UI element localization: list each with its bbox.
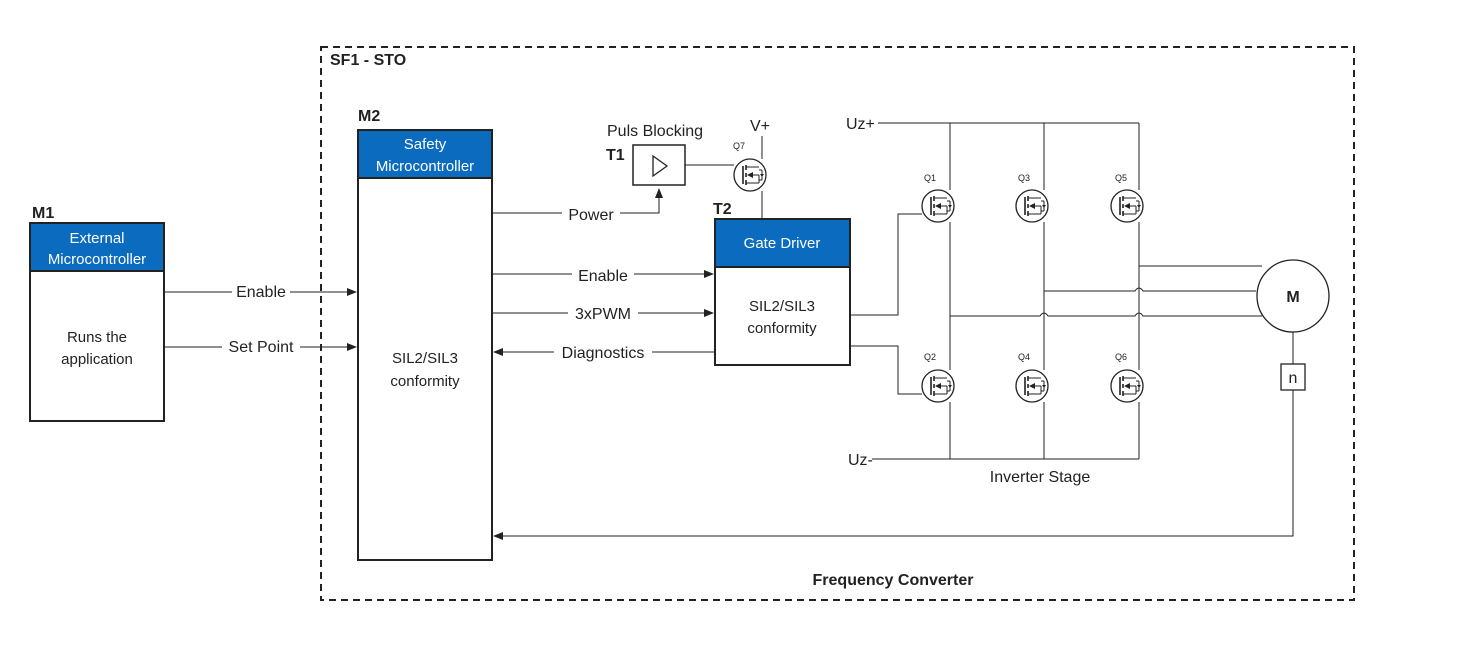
q1-transistor-icon xyxy=(921,189,955,223)
q4-transistor-icon xyxy=(1015,369,1049,403)
speed-feedback-wire xyxy=(493,390,1294,540)
diagnostics-label: Diagnostics xyxy=(562,345,645,362)
t2-tag: T2 xyxy=(713,201,732,218)
q1-label: Q1 xyxy=(924,173,936,183)
q3-transistor-icon xyxy=(1015,189,1049,223)
m1-header-line1: External xyxy=(69,230,124,247)
m1-header xyxy=(29,222,165,272)
vplus-label: V+ xyxy=(750,118,770,135)
m1-body-line1: Runs the xyxy=(67,329,127,346)
set-point-label: Set Point xyxy=(229,339,294,356)
t1-buffer-block xyxy=(632,144,686,186)
t2-header-label: Gate Driver xyxy=(744,235,821,252)
t2-header xyxy=(714,218,851,268)
gate-wire-high xyxy=(850,213,922,316)
m1-header-line2: Microcontroller xyxy=(48,251,146,268)
phase-wire-v xyxy=(1044,287,1256,292)
uz-minus-label: Uz- xyxy=(848,452,873,469)
q5-transistor-icon xyxy=(1110,189,1144,223)
m2-header-line1: Safety xyxy=(404,136,447,153)
frequency-converter-label: Frequency Converter xyxy=(813,572,974,589)
uz-plus-label: Uz+ xyxy=(846,116,875,133)
m1-block: External Microcontroller Runs the applic… xyxy=(29,222,165,422)
t2-body-line2: conformity xyxy=(747,320,817,337)
power-label: Power xyxy=(568,207,614,224)
q6-label: Q6 xyxy=(1115,352,1127,362)
t2-block: Gate Driver SIL2/SIL3 conformity xyxy=(714,218,851,366)
gate-wire-low xyxy=(850,345,922,395)
enable-ext-label: Enable xyxy=(236,284,286,301)
q2-label: Q2 xyxy=(924,352,936,362)
m2-body-line1: SIL2/SIL3 xyxy=(392,350,458,367)
sto-frame xyxy=(320,46,1355,601)
q3-label: Q3 xyxy=(1018,173,1030,183)
m2-body-line2: conformity xyxy=(390,373,460,390)
q6-transistor-icon xyxy=(1110,369,1144,403)
motor-label: M xyxy=(1286,289,1299,306)
buffer-icon xyxy=(652,154,669,178)
m2-tag: M2 xyxy=(358,108,380,125)
inverter-stage-label: Inverter Stage xyxy=(990,469,1091,486)
m1-tag: M1 xyxy=(32,205,54,222)
t1-tag: T1 xyxy=(606,147,625,164)
inverter-legs xyxy=(949,123,1140,459)
q7-transistor-icon xyxy=(733,158,767,192)
frame-label: SF1 - STO xyxy=(330,52,406,69)
m2-header-line2: Microcontroller xyxy=(376,158,474,175)
m1-body-line2: application xyxy=(61,351,133,368)
pwm-label: 3xPWM xyxy=(575,306,631,323)
enable-int-label: Enable xyxy=(578,268,628,285)
power-wire xyxy=(492,188,663,214)
q5-label: Q5 xyxy=(1115,173,1127,183)
speed-sensor-label: n xyxy=(1289,370,1298,387)
q2-transistor-icon xyxy=(921,369,955,403)
t1-label: Puls Blocking xyxy=(607,123,703,140)
phase-wire-u xyxy=(950,312,1262,317)
m2-block: Safety Microcontroller SIL2/SIL3 conform… xyxy=(357,129,493,561)
q7-label: Q7 xyxy=(733,141,745,151)
q4-label: Q4 xyxy=(1018,352,1030,362)
t2-body-line1: SIL2/SIL3 xyxy=(749,298,815,315)
m2-header xyxy=(357,129,493,179)
